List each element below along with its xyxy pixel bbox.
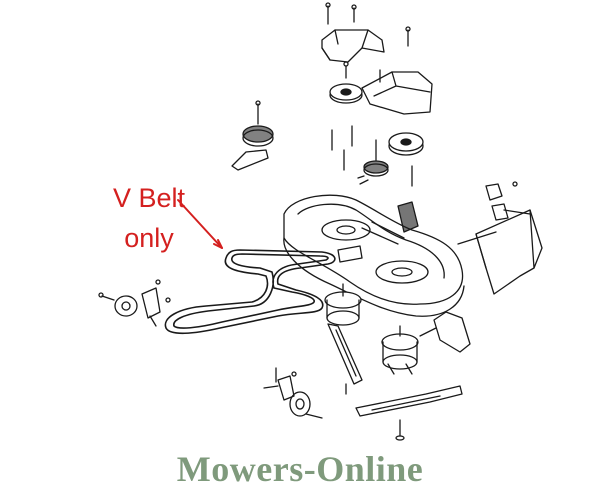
watermark-text: Mowers-Online — [176, 449, 424, 489]
gauge-wheel-lower — [263, 367, 323, 419]
callout-label-line1: V Belt — [112, 183, 186, 213]
deck-hardware-bolts — [331, 125, 413, 187]
belt-cover-right — [361, 71, 433, 115]
pulley-right-upper — [388, 132, 424, 156]
blade-left — [327, 323, 363, 385]
callout-arrow — [177, 199, 223, 249]
linkage-bracket-right — [485, 181, 531, 221]
spindle-center — [381, 325, 419, 375]
blade-right — [355, 385, 463, 417]
hardware-top — [325, 2, 411, 83]
linkage-lower-right — [419, 311, 471, 353]
idler-pulley-center — [363, 139, 389, 177]
blade-bolt — [345, 383, 405, 441]
v-belt — [164, 249, 336, 335]
spindle-left — [324, 283, 362, 326]
pulley-top-center — [329, 83, 363, 104]
watermark-logo: Mowers-Online — [0, 448, 600, 490]
discharge-chute — [457, 209, 543, 295]
callout-label-line2: only — [124, 223, 174, 253]
mower-deck-housing — [283, 194, 465, 317]
gauge-wheel-left — [98, 279, 171, 327]
idler-pulley-left — [231, 100, 274, 171]
belt-cover-left — [321, 29, 385, 63]
